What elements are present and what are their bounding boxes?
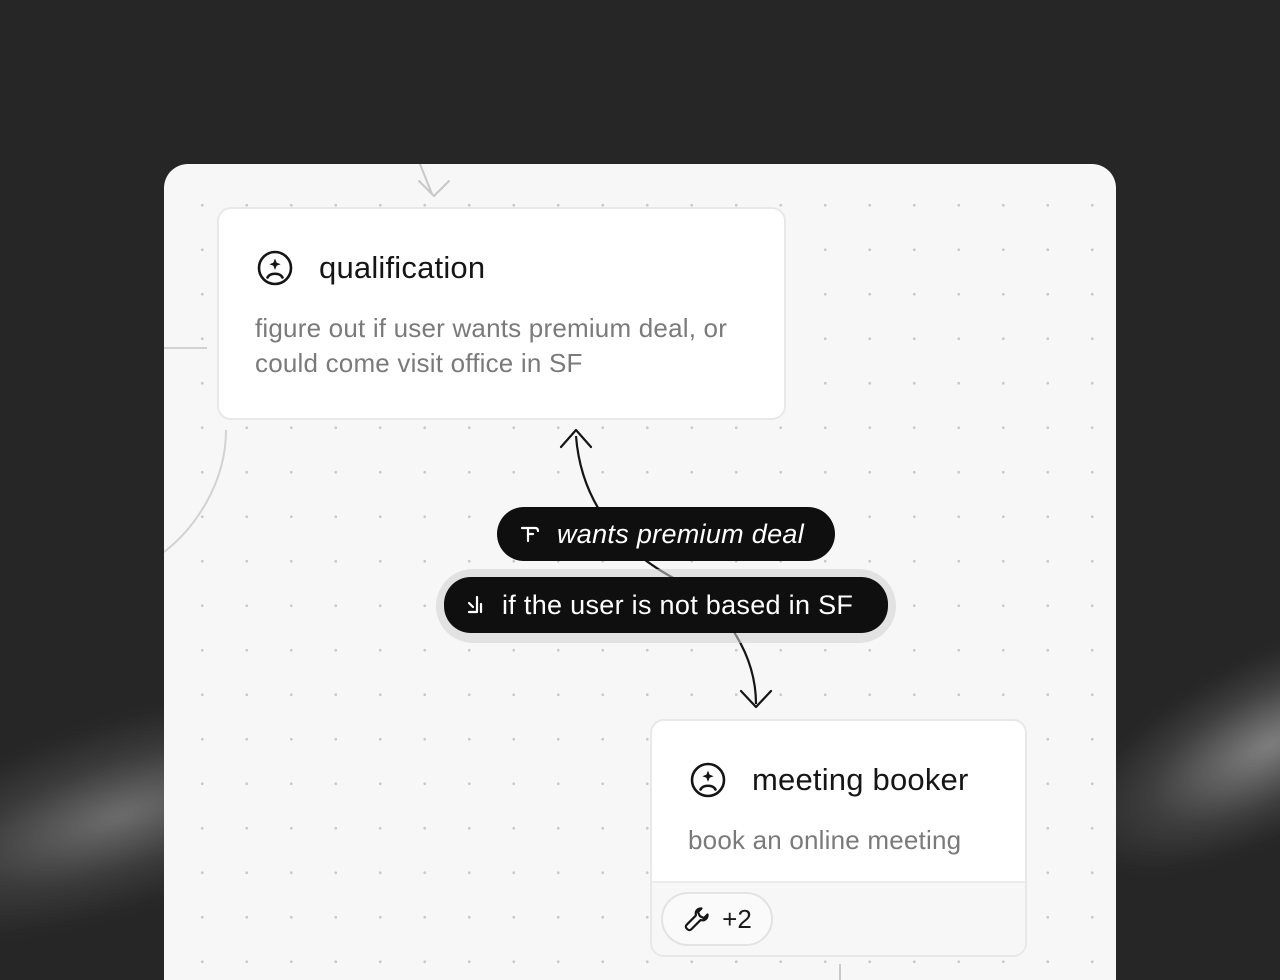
condition-wants-premium-deal[interactable]: wants premium deal (497, 507, 835, 561)
node-header: qualification (256, 249, 485, 287)
arrowhead-up (559, 428, 593, 449)
condition-user-not-in-sf[interactable]: if the user is not based in SF (444, 577, 888, 633)
agent-face-icon (690, 762, 726, 798)
node-description: figure out if user wants premium deal, o… (255, 313, 728, 378)
branch-icon (520, 526, 540, 543)
node-title: qualification (319, 250, 486, 285)
wrench-icon (684, 907, 709, 932)
tools-count: +2 (722, 903, 752, 934)
condition-label: wants premium deal (557, 518, 805, 549)
node-title: meeting booker (752, 762, 969, 797)
incoming-edge (419, 164, 433, 195)
left-curve-edge (164, 429, 227, 553)
arrowhead-down (739, 689, 773, 709)
node-meeting-booker[interactable]: meeting booker book an online meeting +2 (650, 719, 1027, 957)
node-qualification[interactable]: qualification figure out if user wants p… (217, 207, 786, 420)
node-description: book an online meeting (688, 825, 962, 855)
agent-face-icon (257, 250, 293, 286)
node-footer: +2 (652, 881, 1025, 955)
condition-label: if the user is not based in SF (502, 589, 854, 620)
workflow-canvas[interactable]: qualification figure out if user wants p… (164, 164, 1116, 980)
tools-chip[interactable]: +2 (661, 892, 773, 946)
node-header: meeting booker (689, 761, 969, 799)
incoming-arrowhead (418, 180, 450, 197)
branch-down-icon (467, 595, 483, 614)
